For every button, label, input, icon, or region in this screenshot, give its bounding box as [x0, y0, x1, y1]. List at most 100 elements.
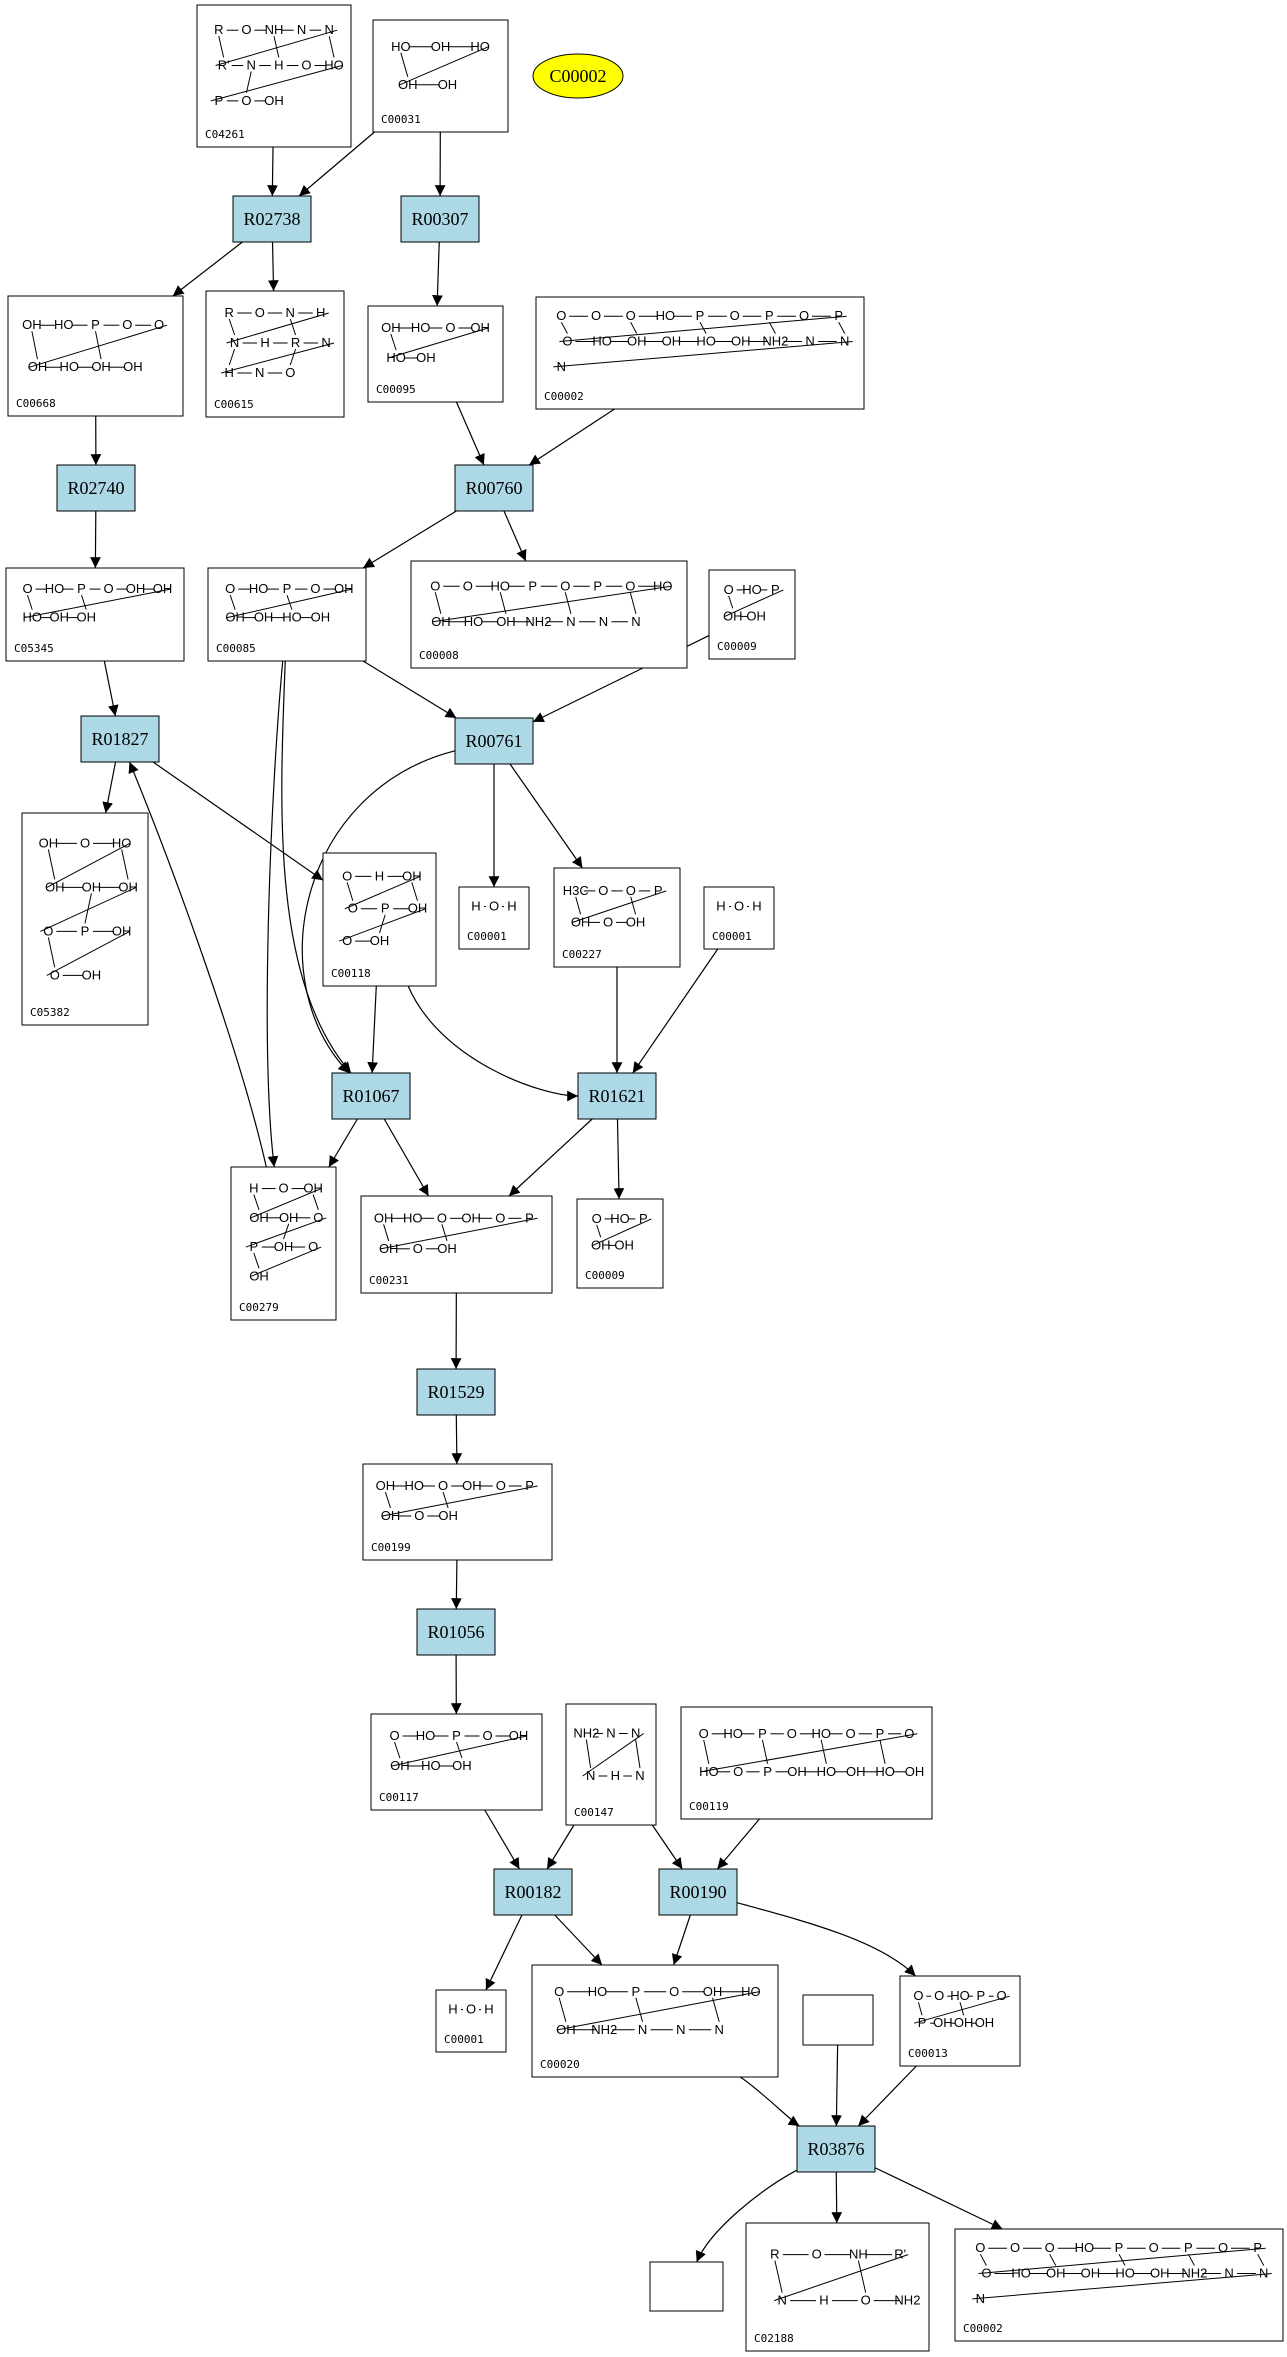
atom-label: HO [391, 39, 411, 54]
bond-line [221, 342, 335, 374]
atom-label: H3C [563, 883, 589, 898]
bond-line [1187, 2253, 1195, 2266]
blank-top-box[interactable] [802, 1994, 874, 2046]
bond-line [1257, 2253, 1265, 2266]
atom-label: O [342, 933, 352, 948]
bond-line [344, 875, 421, 910]
reaction-r01056[interactable]: R01056 [416, 1608, 496, 1656]
compound-id-label: C00002 [963, 2322, 1003, 2335]
compound-box [367, 305, 504, 403]
atom-label: O [80, 835, 90, 850]
edge-c00118-to-r01067 [367, 985, 379, 1074]
compound-id-label: C04261 [205, 128, 245, 141]
atom-label: P [452, 1728, 461, 1743]
atom-label: H [225, 365, 234, 380]
highlight-node[interactable]: C00002 [532, 53, 624, 99]
compound-box [360, 1195, 553, 1294]
reaction-r00761[interactable]: R00761 [454, 717, 534, 765]
bond-line [699, 321, 707, 334]
compound-box [954, 2228, 1284, 2342]
atom-label: OH [470, 320, 490, 335]
atom-label: OH [153, 581, 173, 596]
structure-bonds [724, 589, 784, 617]
compound-id-label: C00095 [376, 383, 416, 396]
compound-box [230, 1166, 337, 1321]
reaction-r02738[interactable]: R02738 [232, 195, 312, 243]
atom-label: OH [1081, 2266, 1101, 2281]
reaction-r00760[interactable]: R00760 [454, 464, 534, 512]
reaction-box [577, 1072, 657, 1120]
atom-label: N [805, 334, 814, 349]
atom-label: HO [405, 1478, 425, 1493]
reaction-r00190[interactable]: R00190 [658, 1868, 738, 1916]
atom-label: O [724, 582, 734, 597]
atom-label: OH [452, 1758, 472, 1773]
atom-label: P [91, 317, 100, 332]
reaction-r01067[interactable]: R01067 [331, 1072, 411, 1120]
compound-box [207, 567, 367, 662]
atom-label: OH [379, 1241, 399, 1256]
reaction-r01621[interactable]: R01621 [577, 1072, 657, 1120]
atom-label: P [1115, 2240, 1124, 2255]
atom-label: O [1218, 2240, 1228, 2255]
reaction-r03876[interactable]: R03876 [796, 2125, 876, 2173]
atom-label: O [1149, 2240, 1159, 2255]
atom-label: HO [324, 58, 344, 73]
atom-label: OH [398, 77, 418, 92]
reaction-label: R03876 [807, 2139, 864, 2159]
atom-label: O [734, 899, 744, 914]
atom-label: OH [509, 1728, 529, 1743]
reaction-r00307[interactable]: R00307 [400, 195, 480, 243]
atom-label: OH [954, 2015, 974, 2030]
bond-line [582, 1733, 644, 1777]
compound-box [362, 1463, 553, 1561]
reaction-box [658, 1868, 738, 1916]
reaction-r01827[interactable]: R01827 [80, 715, 160, 763]
edge-c00031-to-r02738 [298, 131, 375, 197]
reaction-r02740[interactable]: R02740 [56, 464, 136, 512]
atom-label: OH [703, 1984, 723, 1999]
bond-line [228, 318, 236, 336]
atom-label: P [525, 1478, 534, 1493]
atom-label: N [557, 359, 566, 374]
atom-label: N [638, 2022, 647, 2037]
reaction-r00182[interactable]: R00182 [493, 1868, 573, 1916]
compound-id-label: C00001 [712, 930, 752, 943]
atom-label: N [1224, 2266, 1233, 2281]
atom-label: O [981, 2266, 991, 2281]
atom-label: HO [470, 39, 490, 54]
atom-label: N [286, 305, 295, 320]
atom-label: N [635, 1768, 644, 1783]
atom-label: HO [741, 1984, 761, 1999]
reaction-r01529[interactable]: R01529 [416, 1368, 496, 1416]
blank-bottom-box[interactable] [649, 2261, 724, 2312]
bond-line [456, 1741, 463, 1759]
